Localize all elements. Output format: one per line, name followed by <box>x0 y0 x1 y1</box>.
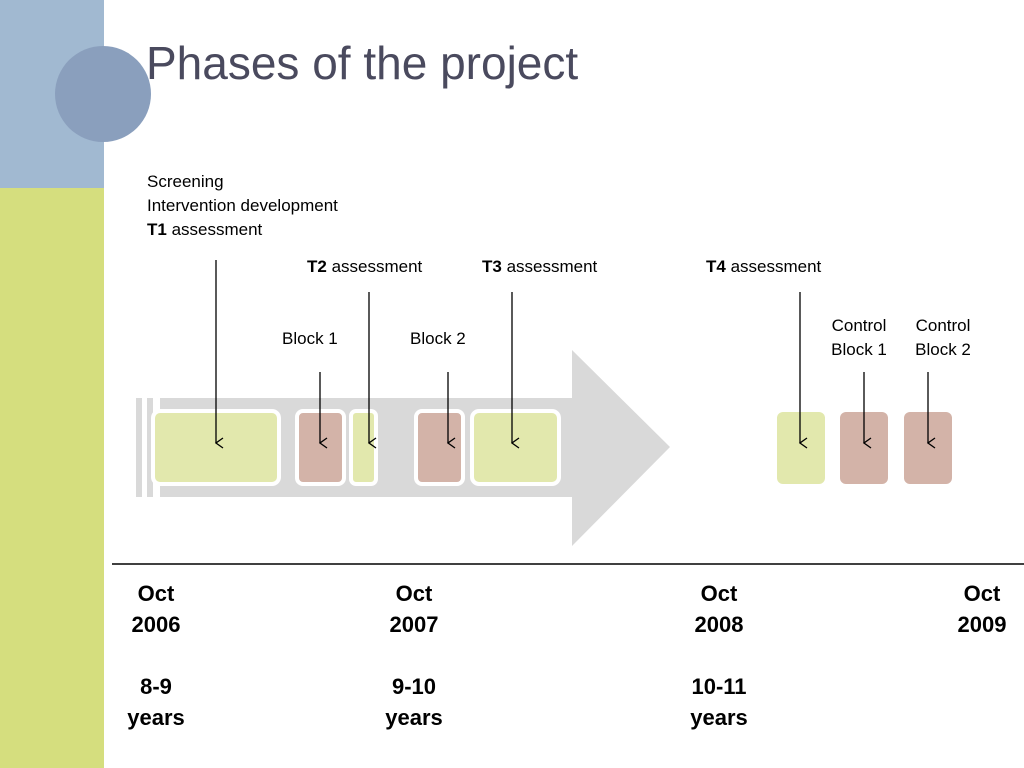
label-t2-text: assessment <box>326 257 423 276</box>
timeline-year: 2008 <box>694 612 744 637</box>
label-control-block2: Control Block 2 <box>903 314 983 362</box>
label-t1-code: T1 <box>147 220 167 239</box>
label-t1-text: assessment <box>166 220 263 239</box>
sidebar-green-band <box>0 188 104 768</box>
label-control2-line2: Block 2 <box>915 340 971 359</box>
timeline-age: 8-9 <box>140 674 172 699</box>
label-t4-code: T4 <box>706 257 726 276</box>
phase-box-t3 <box>470 409 561 486</box>
label-t2-code: T2 <box>307 257 327 276</box>
timeline-month: Oct <box>963 581 1001 606</box>
label-t2: T2 assessment <box>307 255 422 279</box>
slide-title: Phases of the project <box>146 37 579 89</box>
label-intervention: Intervention development <box>147 196 338 215</box>
timeline-month: Oct <box>700 581 738 606</box>
label-control1-line2: Block 1 <box>831 340 887 359</box>
timeline-age-unit: years <box>690 705 748 730</box>
label-t3-text: assessment <box>501 257 598 276</box>
timeline-entry-2006: Oct 2006 8-9 years <box>106 578 206 733</box>
arrow-tail-stripe <box>136 398 142 497</box>
timeline-age: 9-10 <box>391 674 437 699</box>
label-block1: Block 1 <box>282 329 338 348</box>
label-block2: Block 2 <box>410 329 466 348</box>
timeline-age-unit: years <box>127 705 185 730</box>
phase-box-t2 <box>349 409 378 486</box>
decorative-circle <box>55 46 151 142</box>
timeline-entry-2008: Oct 2008 10-11 years <box>669 578 769 733</box>
label-t4: T4 assessment <box>706 255 821 279</box>
label-screening: Screening <box>147 172 224 191</box>
phase-box-t4 <box>777 412 825 484</box>
timeline-age-unit: years <box>385 705 443 730</box>
timeline-age: 10-11 <box>691 674 747 699</box>
label-t4-text: assessment <box>725 257 822 276</box>
timeline-month: Oct <box>137 581 175 606</box>
label-control1-line1: Control <box>831 316 887 335</box>
label-t3: T3 assessment <box>482 255 597 279</box>
timeline-entry-2007: Oct 2007 9-10 years <box>364 578 464 733</box>
label-t3-code: T3 <box>482 257 502 276</box>
timeline-entry-2009: Oct 2009 <box>940 578 1024 640</box>
phase-box-block2 <box>414 409 465 486</box>
timeline-year: 2006 <box>131 612 181 637</box>
timeline-year: 2009 <box>957 612 1007 637</box>
label-control2-line1: Control <box>915 316 971 335</box>
arrow-tail-stripe <box>147 398 153 497</box>
label-t1: T1 assessment <box>147 218 262 242</box>
timeline-month: Oct <box>395 581 433 606</box>
label-control-block1: Control Block 1 <box>819 314 899 362</box>
timeline-year: 2007 <box>389 612 439 637</box>
